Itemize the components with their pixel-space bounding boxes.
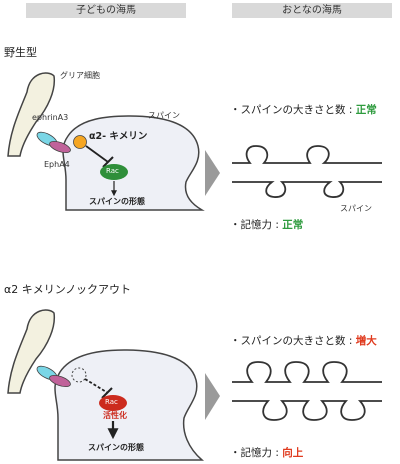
wt-memory: ・記憶力 : 正常: [230, 219, 304, 231]
header-child-hippocampus: 子どもの海馬: [26, 3, 186, 18]
big-arrow-wt: [205, 150, 220, 196]
glia-label: グリア細胞: [60, 71, 100, 80]
spine-formation-label-ko: スパインの形態: [88, 443, 144, 452]
ko-size-value: 増大: [355, 335, 377, 347]
rac-ko: [99, 395, 127, 411]
rac-label-ko: Rac: [105, 398, 118, 406]
inhibition-line-ko: [84, 378, 109, 394]
epha4-label: EphA4: [44, 160, 70, 169]
inhibition-line-wt: [85, 145, 109, 163]
glia-cell-ko: [7, 309, 56, 394]
wt-memory-value: 正常: [282, 219, 304, 231]
section-title-knockout: α2 キメリンノックアウト: [4, 283, 131, 296]
adult-spine-outline-wt: [232, 145, 382, 164]
rac-label-wt: Rac: [106, 167, 119, 175]
epha4-receptor-wt: [49, 140, 71, 154]
activation-label: 活性化: [103, 411, 127, 420]
epha4-receptor-ko: [49, 374, 71, 388]
adult-spine-outline-ko-upper: [232, 361, 382, 383]
adult-spine-label-wt: スパイン: [340, 204, 372, 213]
inhibition-bar-ko: [101, 387, 113, 399]
spine-label: スパイン: [148, 111, 180, 120]
ephrina3-label: ephrinA3: [32, 113, 69, 122]
section-title-wildtype: 野生型: [4, 46, 37, 59]
chimerin-label: α2- キメリン: [89, 131, 148, 142]
header-adult-hippocampus: おとなの海馬: [232, 3, 392, 18]
spine-formation-label-wt: スパインの形態: [89, 197, 145, 206]
big-arrow-ko: [205, 373, 220, 420]
spine-cell-wt: [62, 115, 205, 211]
ko-memory-value: 向上: [282, 447, 304, 459]
glia-cell-wt: [7, 72, 56, 157]
wt-size-count: ・スパインの大きさと数 : 正常: [230, 104, 377, 116]
ko-memory: ・記憶力 : 向上: [230, 447, 304, 459]
rac-wt: [100, 164, 128, 180]
chimerin-circle-wt: [73, 135, 87, 149]
inhibition-bar-wt: [102, 156, 114, 168]
chimerin-missing-ko: [71, 367, 87, 383]
adult-spine-outline-wt-lower: [232, 181, 382, 198]
wt-size-value: 正常: [355, 104, 377, 116]
adult-spine-outline-ko-lower: [232, 400, 382, 421]
ko-size-count: ・スパインの大きさと数 : 増大: [230, 335, 377, 347]
